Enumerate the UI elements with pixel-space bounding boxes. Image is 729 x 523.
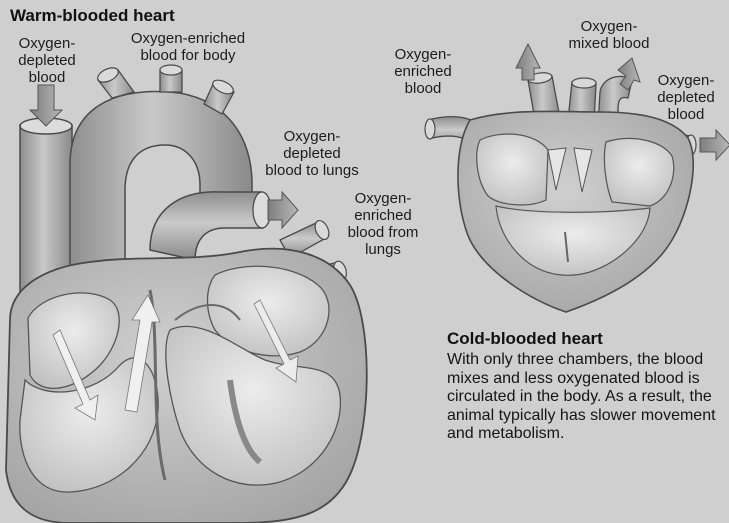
cold-atrium-left (477, 134, 548, 205)
cold-heart-title: Cold-blooded heart (447, 329, 603, 349)
label-oxygen-depleted-blood-to-lungs: Oxygen- depleted blood to lungs (252, 128, 372, 179)
label-line: Oxygen- (644, 72, 728, 89)
label-line: blood to lungs (252, 162, 372, 179)
label-line: blood for body (108, 47, 268, 64)
label-line: depleted (644, 89, 728, 106)
label-line: blood (12, 69, 82, 86)
label-line: blood (644, 106, 728, 123)
warm-heart-title: Warm-blooded heart (10, 6, 175, 26)
cold-atrium-right (604, 138, 673, 206)
label-line: enriched (328, 207, 438, 224)
label-line: Oxygen- (548, 18, 670, 35)
label-line: Oxygen- (378, 46, 468, 63)
label-cold-oxygen-enriched-blood: Oxygen- enriched blood (378, 46, 468, 97)
label-oxygen-enriched-blood-from-lungs: Oxygen- enriched blood from lungs (328, 190, 438, 258)
label-line: lungs (328, 241, 438, 258)
label-line: enriched (378, 63, 468, 80)
label-line: depleted (252, 145, 372, 162)
cold-heart-description: With only three chambers, the blood mixe… (447, 351, 722, 444)
label-oxygen-depleted-blood: Oxygen- depleted blood (12, 35, 82, 86)
label-line: depleted (12, 52, 82, 69)
label-line: Oxygen- (328, 190, 438, 207)
label-line: Oxygen- (12, 35, 82, 52)
label-line: mixed blood (548, 35, 670, 52)
label-line: Oxygen- (252, 128, 372, 145)
label-line: blood (378, 80, 468, 97)
label-cold-oxygen-depleted-blood: Oxygen- depleted blood (644, 72, 728, 123)
label-line: Oxygen-enriched (108, 30, 268, 47)
label-oxygen-enriched-blood-for-body: Oxygen-enriched blood for body (108, 30, 268, 64)
label-cold-oxygen-mixed-blood: Oxygen- mixed blood (548, 18, 670, 52)
label-line: blood from (328, 224, 438, 241)
pulmonary-artery (150, 192, 262, 260)
